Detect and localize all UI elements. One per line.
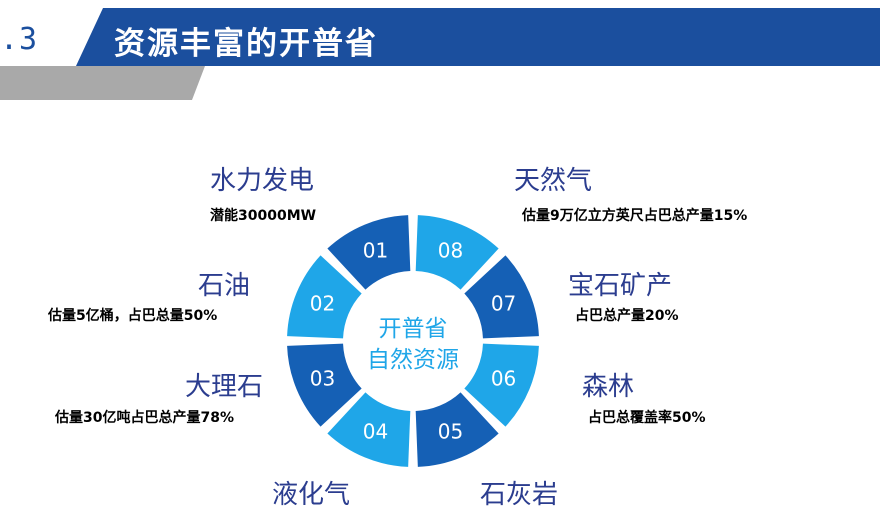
- desc-natural-gas: 估量9万亿立方英尺占巴总产量15%: [522, 208, 748, 224]
- center-title-line1: 开普省: [379, 316, 448, 342]
- desc-oil: 估量5亿桶，占巴总量50%: [48, 308, 218, 324]
- desc-hydropower: 潜能30000MW: [210, 208, 317, 224]
- header-shapes: [0, 8, 880, 100]
- desc-marble: 估量30亿吨占巴总产量78%: [55, 410, 234, 426]
- desc-gem-minerals: 占巴总产量20%: [575, 308, 679, 324]
- center-circle: [345, 273, 481, 409]
- wheel-segment-06: [464, 343, 539, 427]
- segment-number-02: 02: [310, 291, 335, 315]
- wheel-segment-01: [327, 215, 411, 290]
- label-forest: 森林: [582, 372, 635, 402]
- label-limestone: 石灰岩: [480, 480, 559, 510]
- segment-number-05: 05: [438, 420, 463, 444]
- label-oil: 石油: [198, 271, 251, 301]
- segment-number-03: 03: [310, 367, 335, 391]
- wheel-segment-04: [327, 392, 411, 467]
- segment-number-01: 01: [363, 238, 388, 262]
- title-bar: [76, 8, 880, 66]
- wheel-segment-08: [415, 215, 499, 290]
- segment-number-06: 06: [491, 367, 516, 391]
- label-hydropower: 水力发电: [210, 166, 315, 196]
- header-banner: .3 资源丰富的开普省: [0, 0, 880, 110]
- label-gem-minerals: 宝石矿产: [568, 271, 673, 301]
- wheel-segment-02: [287, 255, 362, 339]
- label-marble: 大理石: [185, 372, 264, 402]
- wheel-segment-03: [287, 343, 362, 427]
- segment-number-04: 04: [363, 420, 388, 444]
- desc-forest: 占巴总覆盖率50%: [588, 410, 706, 426]
- page-title: 资源丰富的开普省: [114, 26, 378, 62]
- wheel-segment-05: [415, 392, 499, 467]
- segment-number-07: 07: [491, 291, 516, 315]
- segment-number-08: 08: [438, 238, 463, 262]
- label-lpg: 液化气: [272, 480, 351, 510]
- section-number: .3: [0, 22, 39, 57]
- wheel-segment-07: [464, 255, 539, 339]
- grey-band: [0, 66, 205, 100]
- label-natural-gas: 天然气: [514, 166, 593, 196]
- center-title-line2: 自然资源: [367, 347, 459, 373]
